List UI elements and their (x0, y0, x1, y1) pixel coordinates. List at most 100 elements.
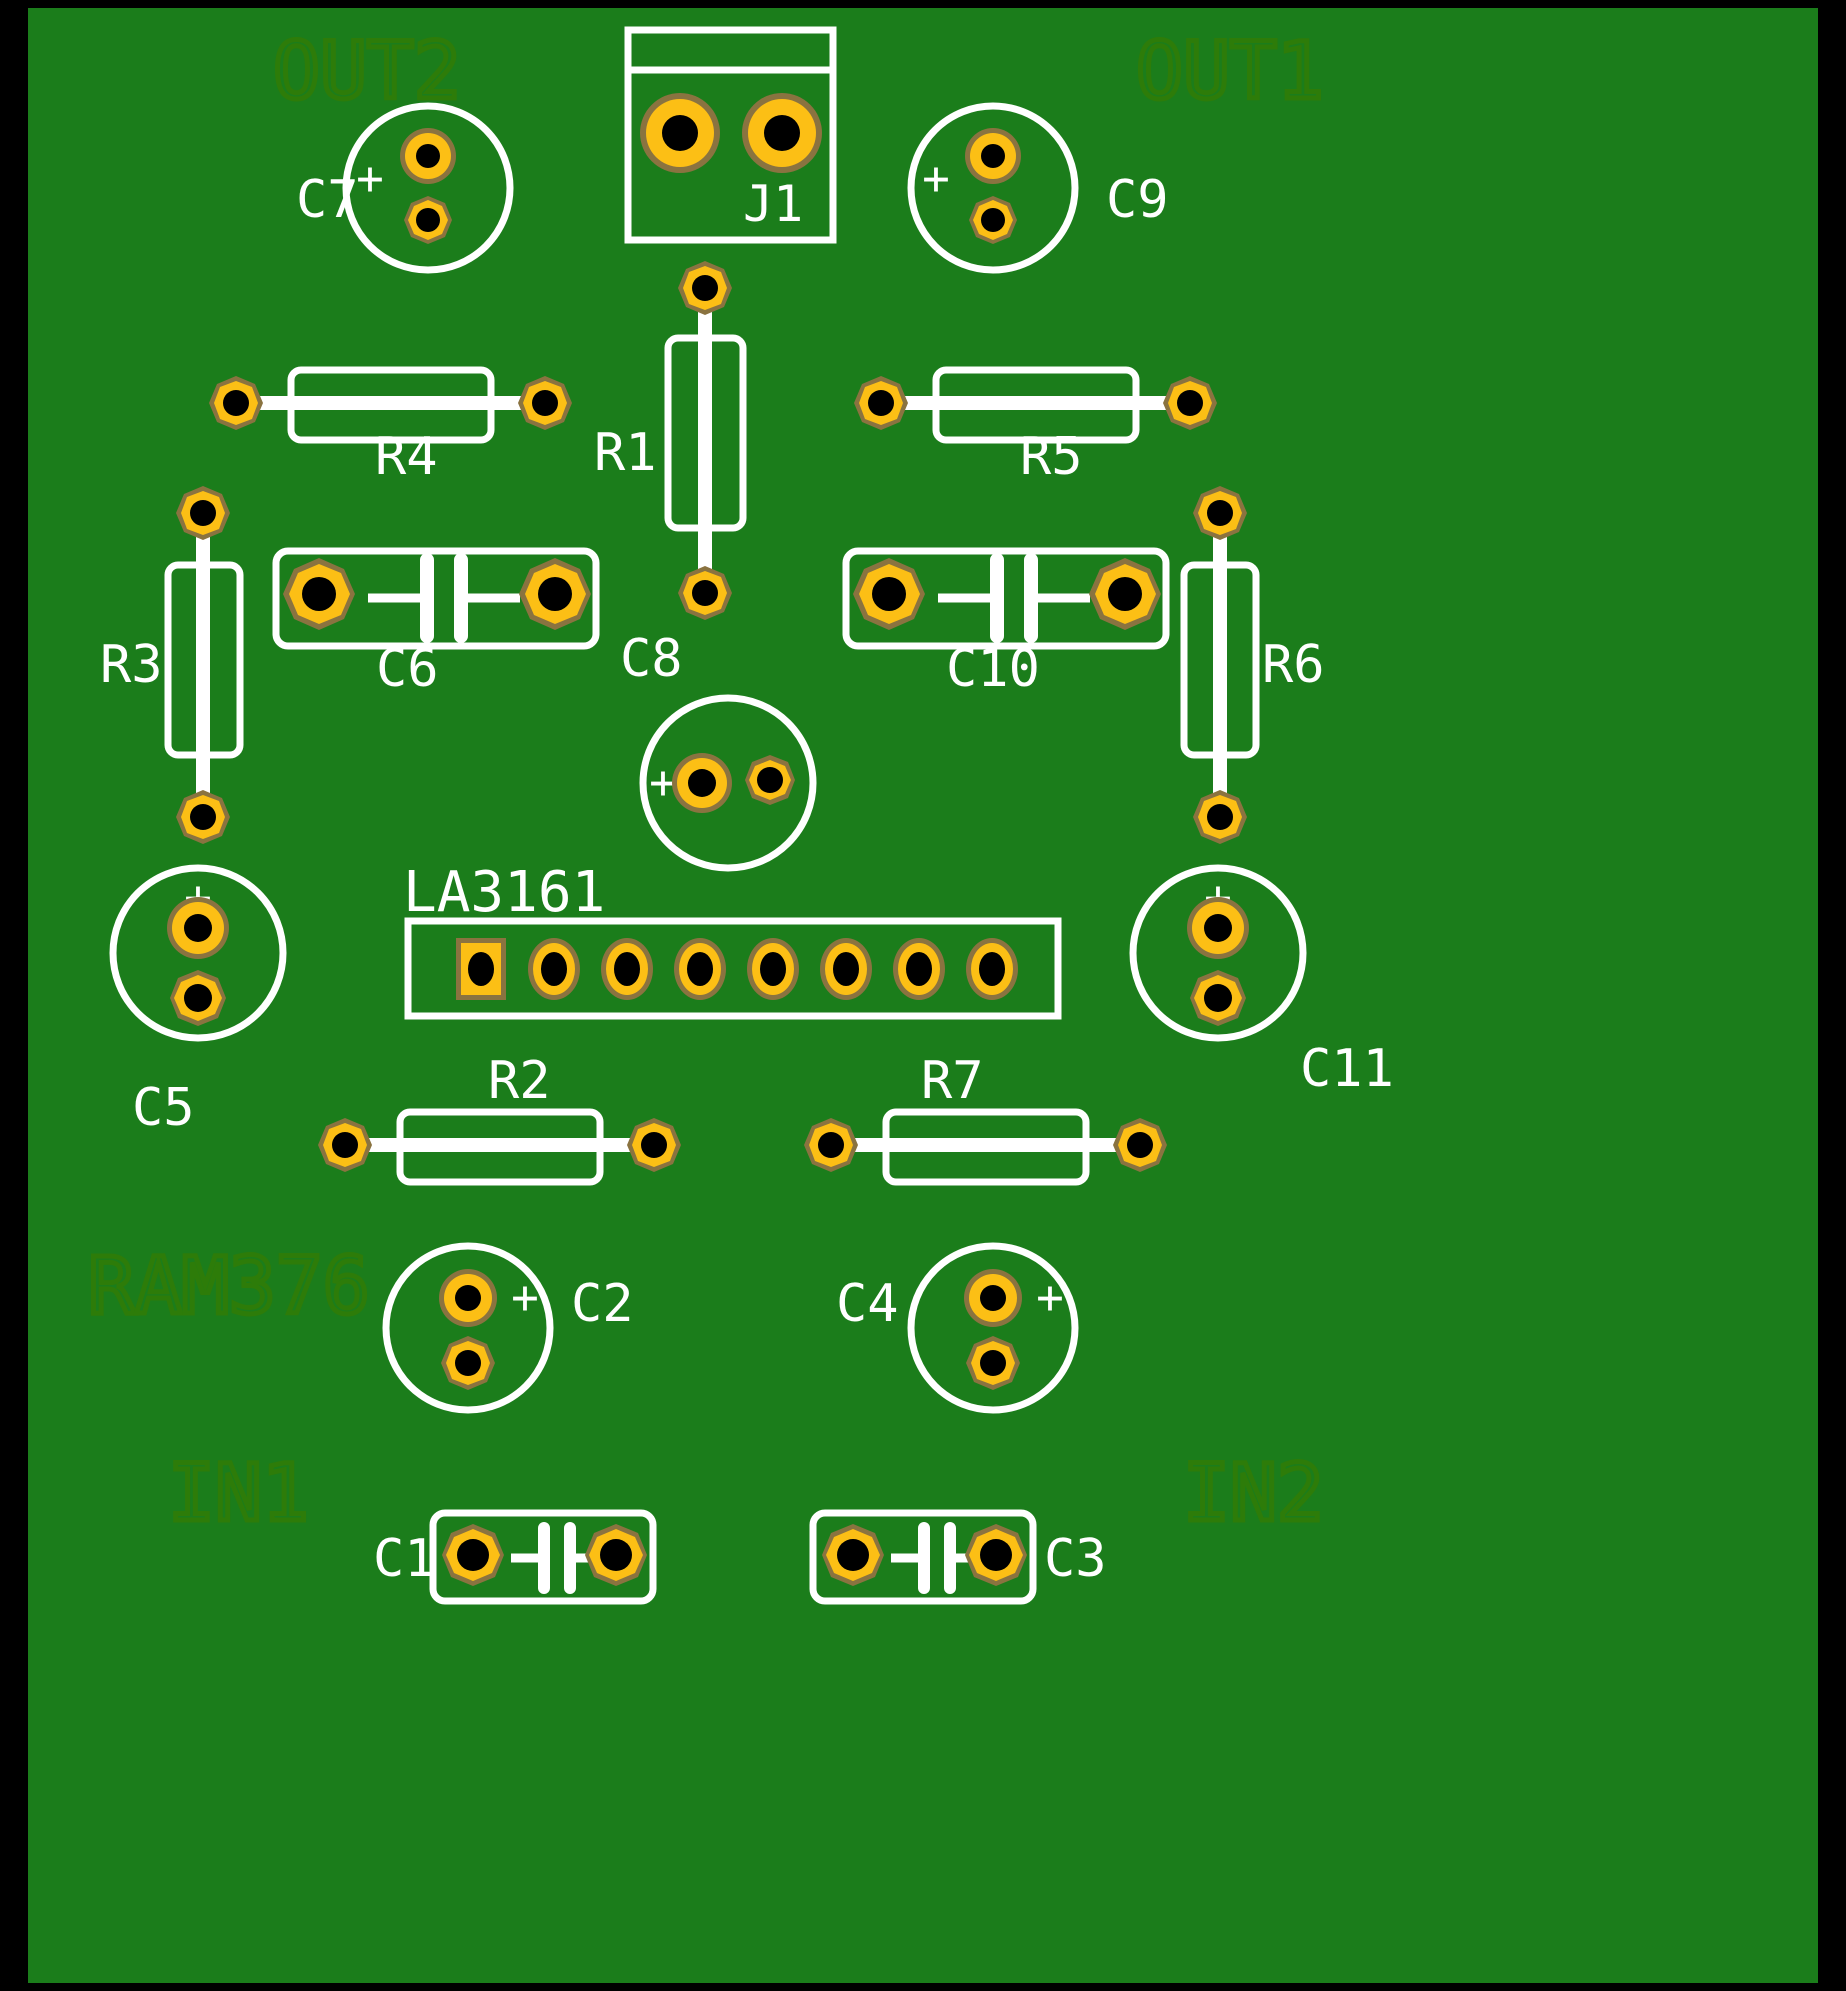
c7-outline (342, 102, 514, 274)
c1-pad-1[interactable] (442, 1524, 504, 1586)
refdes-r7: R7 (921, 1051, 984, 1111)
u1-pad-6[interactable] (820, 938, 872, 1000)
component-c9[interactable]: + C9 (907, 102, 1169, 274)
r5-pad-2[interactable] (1163, 376, 1217, 430)
u1-pad-8[interactable] (966, 938, 1018, 1000)
component-c2[interactable]: + C2 (382, 1242, 634, 1414)
r3-pad-2[interactable] (176, 790, 230, 844)
c10-outline (842, 547, 1170, 650)
u1-pad-2[interactable] (528, 938, 580, 1000)
c5-pad-2[interactable] (170, 970, 226, 1026)
c1-pad-2[interactable] (585, 1524, 647, 1586)
c6-pad-1[interactable] (283, 558, 355, 630)
r6-pad-1[interactable] (1193, 486, 1247, 540)
component-r5[interactable]: R5 (854, 366, 1217, 487)
refdes-r1: R1 (594, 423, 657, 483)
c9-pad-1[interactable] (965, 128, 1021, 184)
r4-pad-1[interactable] (209, 376, 263, 430)
component-c3[interactable]: C3 (809, 1509, 1107, 1605)
c4-pad-2[interactable] (966, 1336, 1020, 1390)
r5-pad-1[interactable] (854, 376, 908, 430)
refdes-r5: R5 (1020, 427, 1083, 487)
copper-label-ram376: RAM376 (88, 1242, 370, 1332)
center-cap-pad-2[interactable] (745, 755, 795, 805)
component-r6[interactable]: R6 (1180, 486, 1325, 844)
r3-body (164, 561, 244, 759)
u1-pad-7[interactable] (893, 938, 945, 1000)
component-j1[interactable]: J1 (624, 26, 837, 244)
center-cap-outline (639, 694, 817, 872)
j1-pad-2[interactable] (742, 93, 822, 173)
r4-body (287, 366, 495, 444)
c7-pad-2[interactable] (404, 196, 452, 244)
component-c1[interactable]: C1 (373, 1509, 657, 1605)
component-r4[interactable]: R4 (209, 366, 572, 487)
r6-pad-2[interactable] (1193, 790, 1247, 844)
c2-outline (382, 1242, 554, 1414)
component-r3[interactable]: R3 (100, 486, 244, 844)
c5-pad-1[interactable] (167, 897, 229, 959)
refdes-c6: C6 (376, 639, 439, 699)
refdes-r3: R3 (100, 635, 163, 695)
u1-pad-5[interactable] (747, 938, 799, 1000)
c6-pad-2[interactable] (519, 558, 591, 630)
copper-label-in1: IN1 (168, 1449, 309, 1539)
component-u1-la3161[interactable]: LA3161 (403, 860, 1062, 1020)
refdes-c10: C10 (946, 639, 1040, 699)
c2-plus-mark: + (511, 1270, 539, 1324)
c9-outline (907, 102, 1079, 274)
u1-pad-3[interactable] (601, 938, 653, 1000)
refdes-u1: LA3161 (403, 860, 605, 925)
c11-outline (1129, 864, 1307, 1042)
c3-pad-1[interactable] (822, 1524, 884, 1586)
refdes-c3: C3 (1044, 1529, 1107, 1589)
component-c11[interactable]: + C11 (1129, 864, 1394, 1099)
c11-pad-1[interactable] (1187, 897, 1249, 959)
component-c5[interactable]: + C5 (109, 864, 287, 1138)
c5-outline (109, 864, 287, 1042)
c2-pad-1[interactable] (439, 1269, 497, 1327)
c3-pad-2[interactable] (965, 1524, 1027, 1586)
component-r1[interactable]: R1 (594, 261, 747, 620)
r4-pad-2[interactable] (518, 376, 572, 430)
r1-body (664, 334, 747, 532)
refdes-c2: C2 (571, 1274, 634, 1334)
copper-text-layer: OUT2 OUT1 RAM376 IN1 IN2 (86, 25, 1327, 1542)
center-cap-pad-1[interactable] (672, 753, 732, 813)
c11-pad-2[interactable] (1190, 970, 1246, 1026)
component-c10[interactable]: C10 (842, 547, 1170, 699)
component-r2[interactable]: R2 (318, 1051, 681, 1186)
u1-pad-4[interactable] (674, 938, 726, 1000)
refdes-c5: C5 (132, 1078, 195, 1138)
r1-pad-2[interactable] (678, 566, 732, 620)
c1-outline (429, 1509, 657, 1605)
refdes-c7: C7 (296, 170, 359, 230)
c6-outline (272, 547, 600, 650)
refdes-c8: C8 (620, 629, 683, 689)
c2-pad-2[interactable] (441, 1336, 495, 1390)
component-r7[interactable]: R7 (804, 1051, 1167, 1186)
c4-pad-1[interactable] (964, 1269, 1022, 1327)
component-c6[interactable]: C6 (272, 547, 600, 699)
c10-pad-2[interactable] (1089, 558, 1161, 630)
component-c7[interactable]: + C7 (296, 102, 514, 274)
refdes-j1: J1 (743, 175, 803, 233)
c4-plus-mark: + (1036, 1270, 1064, 1324)
r2-pad-1[interactable] (318, 1118, 372, 1172)
c9-pad-2[interactable] (969, 196, 1017, 244)
r7-pad-2[interactable] (1113, 1118, 1167, 1172)
pcb-artwork: OUT2 OUT1 RAM376 IN1 IN2 (86, 25, 1394, 1605)
u1-pad-1[interactable] (456, 938, 506, 1000)
r7-pad-1[interactable] (804, 1118, 858, 1172)
component-center-electrolytic[interactable]: + (639, 694, 817, 872)
c7-pad-1[interactable] (400, 128, 456, 184)
c10-pad-1[interactable] (853, 558, 925, 630)
pcb-substrate: OUT2 OUT1 RAM376 IN1 IN2 (28, 8, 1818, 1983)
r3-pad-1[interactable] (176, 486, 230, 540)
r1-pad-1[interactable] (678, 261, 732, 315)
component-c4[interactable]: + C4 (836, 1242, 1079, 1414)
refdes-c11: C11 (1300, 1039, 1394, 1099)
r2-pad-2[interactable] (627, 1118, 681, 1172)
j1-pad-1[interactable] (640, 93, 720, 173)
